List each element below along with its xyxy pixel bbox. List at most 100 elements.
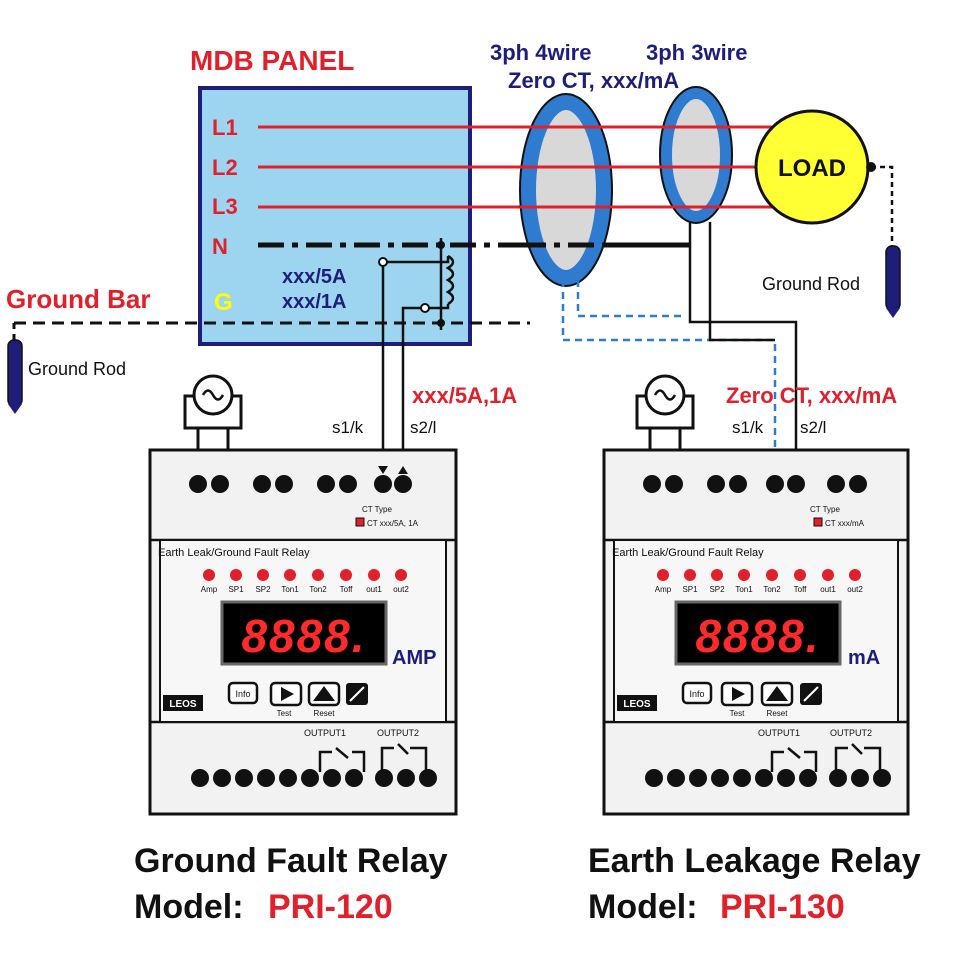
led-label: Ton2 xyxy=(309,585,327,594)
led-label: Amp xyxy=(201,585,218,594)
terminal xyxy=(211,475,229,493)
line-label-l2: L2 xyxy=(212,155,238,180)
led-label: SP1 xyxy=(682,585,698,594)
panel-ct-terminal-1 xyxy=(378,257,388,267)
relay130-top-terminals xyxy=(643,475,867,493)
relay-pri120: xxx/5A,1A s1/k s2/l CT Type CT xxx/5A, xyxy=(134,374,517,926)
relay120-model-label: Model: xyxy=(134,888,244,926)
panel-ct-terminal-2 xyxy=(420,303,430,313)
relay130-sine-icon xyxy=(653,389,677,401)
relay130-info-button[interactable] xyxy=(681,681,713,705)
terminal-s2 xyxy=(787,475,805,493)
led-label: SP1 xyxy=(228,585,244,594)
relay120-info-button[interactable] xyxy=(227,681,259,705)
terminal xyxy=(419,769,437,787)
panel-ct-label-5a: xxx/5A xyxy=(282,266,347,288)
relay130-logo xyxy=(617,695,657,711)
zct4-wire-s1 xyxy=(561,280,777,470)
relay130-display xyxy=(674,600,842,666)
terminal xyxy=(253,475,271,493)
relay120-ct-type-value: CT xxx/5A, 1A xyxy=(367,519,419,528)
ground-rod-right-label: Ground Rod xyxy=(762,274,860,294)
up-triangle-icon xyxy=(766,686,788,701)
relay130-reset-caption: Reset xyxy=(767,709,789,718)
terminal xyxy=(799,769,817,787)
ground-rod-left-icon xyxy=(7,339,23,407)
relay120-display-value: 8888. xyxy=(241,610,366,662)
terminal xyxy=(235,769,253,787)
panel-ct-node-bottom xyxy=(437,319,445,327)
zero-ct-3wire xyxy=(660,87,732,223)
led-label: Ton1 xyxy=(735,585,753,594)
led-ton2 xyxy=(312,569,324,581)
relay130-model-label: Model: xyxy=(588,888,698,926)
relay130-output1-contact-icon xyxy=(770,747,818,772)
play-icon xyxy=(281,687,294,701)
relay-pri130: Zero CT, xxx/mA s1/k s2/l CT Type CT xxx… xyxy=(588,374,921,926)
up-triangle-icon xyxy=(313,686,335,701)
panel-ct-node-top xyxy=(437,241,445,249)
relay130-logo-text: LEOS xyxy=(623,699,651,710)
led-amp xyxy=(203,569,215,581)
terminal-s2 xyxy=(394,475,412,493)
led-label: out2 xyxy=(393,585,409,594)
relay120-test-caption: Test xyxy=(277,709,292,718)
led-label: Ton1 xyxy=(281,585,299,594)
relay130-led-labels: Amp SP1 SP2 Ton1 Ton2 Toff out1 out2 xyxy=(655,585,864,594)
led-label: Toff xyxy=(340,585,354,594)
relay120-top-terminals xyxy=(189,475,412,493)
relay120-device-title: Earth Leak/Ground Fault Relay xyxy=(158,547,310,559)
terminal xyxy=(755,769,773,787)
relay130-output1-label: OUTPUT1 xyxy=(758,728,800,738)
relay120-led-labels: Amp SP1 SP2 Ton1 Ton2 Toff out1 out2 xyxy=(201,585,410,594)
terminal xyxy=(873,769,891,787)
relay120-logo-text: LEOS xyxy=(169,699,197,710)
terminal xyxy=(851,769,869,787)
terminal-s1 xyxy=(374,475,392,493)
relay130-terminal-s1: s1/k xyxy=(732,418,764,437)
led-sp1 xyxy=(230,569,242,581)
terminal xyxy=(667,769,685,787)
terminal xyxy=(397,769,415,787)
relay120-terminal-s1: s1/k xyxy=(332,418,364,437)
relay130-ct-type-value: CT xxx/mA xyxy=(825,519,865,528)
terminal xyxy=(707,475,725,493)
relay130-terminal-s2: s2/l xyxy=(800,418,826,437)
ground-rod-left-tip xyxy=(8,404,22,414)
zero-ct-3wire-outline xyxy=(659,86,733,224)
led-label: out1 xyxy=(820,585,836,594)
terminal xyxy=(213,769,231,787)
relay130-unit: mA xyxy=(848,647,880,669)
terminal xyxy=(257,769,275,787)
ground-rod-right-icon xyxy=(885,245,901,311)
ct-wire-s1-relay120 xyxy=(381,256,450,470)
line-label-l1: L1 xyxy=(212,115,238,140)
relay120-info-label: Info xyxy=(235,689,250,699)
relay120-terminal-s2: s2/l xyxy=(410,418,436,437)
terminal xyxy=(689,769,707,787)
relay120-ct-type-indicator xyxy=(355,517,365,527)
ct-label-3wire: 3ph 3wire xyxy=(646,40,747,65)
relay120-name: Ground Fault Relay xyxy=(134,842,448,880)
relay130-output2-label: OUTPUT2 xyxy=(830,728,872,738)
relay130-ct-wiring-label: Zero CT, xxx/mA xyxy=(726,383,897,408)
led-toff xyxy=(340,569,352,581)
zero-ct-4wire-outline xyxy=(519,93,613,287)
led-amp xyxy=(657,569,669,581)
relay130-device-title: Earth Leak/Ground Fault Relay xyxy=(612,547,764,559)
load-label: LOAD xyxy=(778,155,846,182)
set-icon xyxy=(349,686,365,702)
relay130-ct-type-label: CT Type xyxy=(810,505,840,514)
ground-bar-label: Ground Bar xyxy=(6,284,150,314)
mdb-panel xyxy=(198,86,472,346)
arrow-s2-relay120 xyxy=(398,466,408,474)
led-out1 xyxy=(368,569,380,581)
line-label-n: N xyxy=(212,234,228,259)
led-label: SP2 xyxy=(709,585,725,594)
led-sp2 xyxy=(257,569,269,581)
ct-label-4wire: 3ph 4wire xyxy=(490,40,591,65)
zct3-wire-s1 xyxy=(708,222,775,342)
terminal xyxy=(711,769,729,787)
ground-rod-right-tip xyxy=(886,308,900,318)
